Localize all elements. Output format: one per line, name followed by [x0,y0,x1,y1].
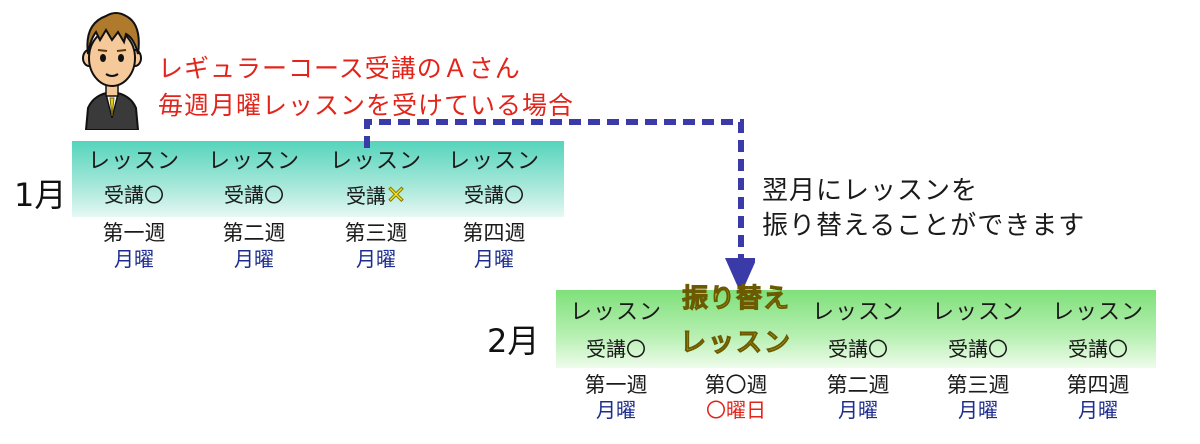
february-lesson-band [556,290,1156,368]
day-label: 月曜 [234,247,274,271]
day-label: 月曜 [1078,398,1118,422]
day-label: 月曜 [958,398,998,422]
week-label: 第二週 [826,373,890,397]
day-label: 月曜 [596,398,636,422]
attendance-status: 受講〇 [104,183,164,207]
caption-line-1: レギュラーコース受講のＡさん [158,54,521,83]
note-line-2: 振り替えることができます [762,211,1086,241]
week-label: 第三週 [946,373,1010,397]
absent-cross-icon: ✕ [385,181,407,209]
attendance-status: 受講〇 [948,337,1008,361]
week-label: 第四週 [1066,373,1130,397]
lesson-label: レッスン [207,149,300,174]
lesson-label: レッスン [447,149,540,174]
day-label: 月曜 [838,398,878,422]
week-label: 第一週 [584,373,648,397]
attendance-status-text: 受講 [345,184,386,208]
lesson-label: レッスン [329,149,422,174]
week-label: 第四週 [462,221,526,245]
caption-line-2: 毎週月曜レッスンを受けている場合 [158,91,575,120]
attendance-status: 受講〇 [828,337,888,361]
lesson-label: レッスン [811,300,904,325]
week-label: 第三週 [344,221,408,245]
lesson-label: レッスン [931,300,1024,325]
transfer-lesson-label: レッスン [679,328,792,358]
lesson-label: レッスン [87,149,180,174]
attendance-status: 受講〇 [1068,337,1128,361]
transfer-label: 振り替え [681,284,790,314]
day-label: 月曜 [114,247,154,271]
day-label: 月曜 [474,247,514,271]
january-month-label: 1月 [14,176,67,214]
note-line-1: 翌月にレッスンを [762,176,979,206]
lesson-label: レッスン [1051,300,1144,325]
attendance-status: 受講〇 [224,183,284,207]
week-label: 第一週 [102,221,166,245]
lesson-label: レッスン [569,300,662,325]
student-avatar-icon [82,12,142,130]
week-label: 第二週 [222,221,286,245]
january-lesson-band [72,141,564,217]
attendance-status: 受講✕ [316,181,436,209]
attendance-status: 受講〇 [464,183,524,207]
attendance-status: 受講〇 [586,337,646,361]
transfer-arrow [364,119,755,294]
week-label: 第〇週 [704,373,768,397]
day-label: 〇曜日 [706,398,766,422]
day-label: 月曜 [356,247,396,271]
february-month-label: 2月 [487,322,540,360]
